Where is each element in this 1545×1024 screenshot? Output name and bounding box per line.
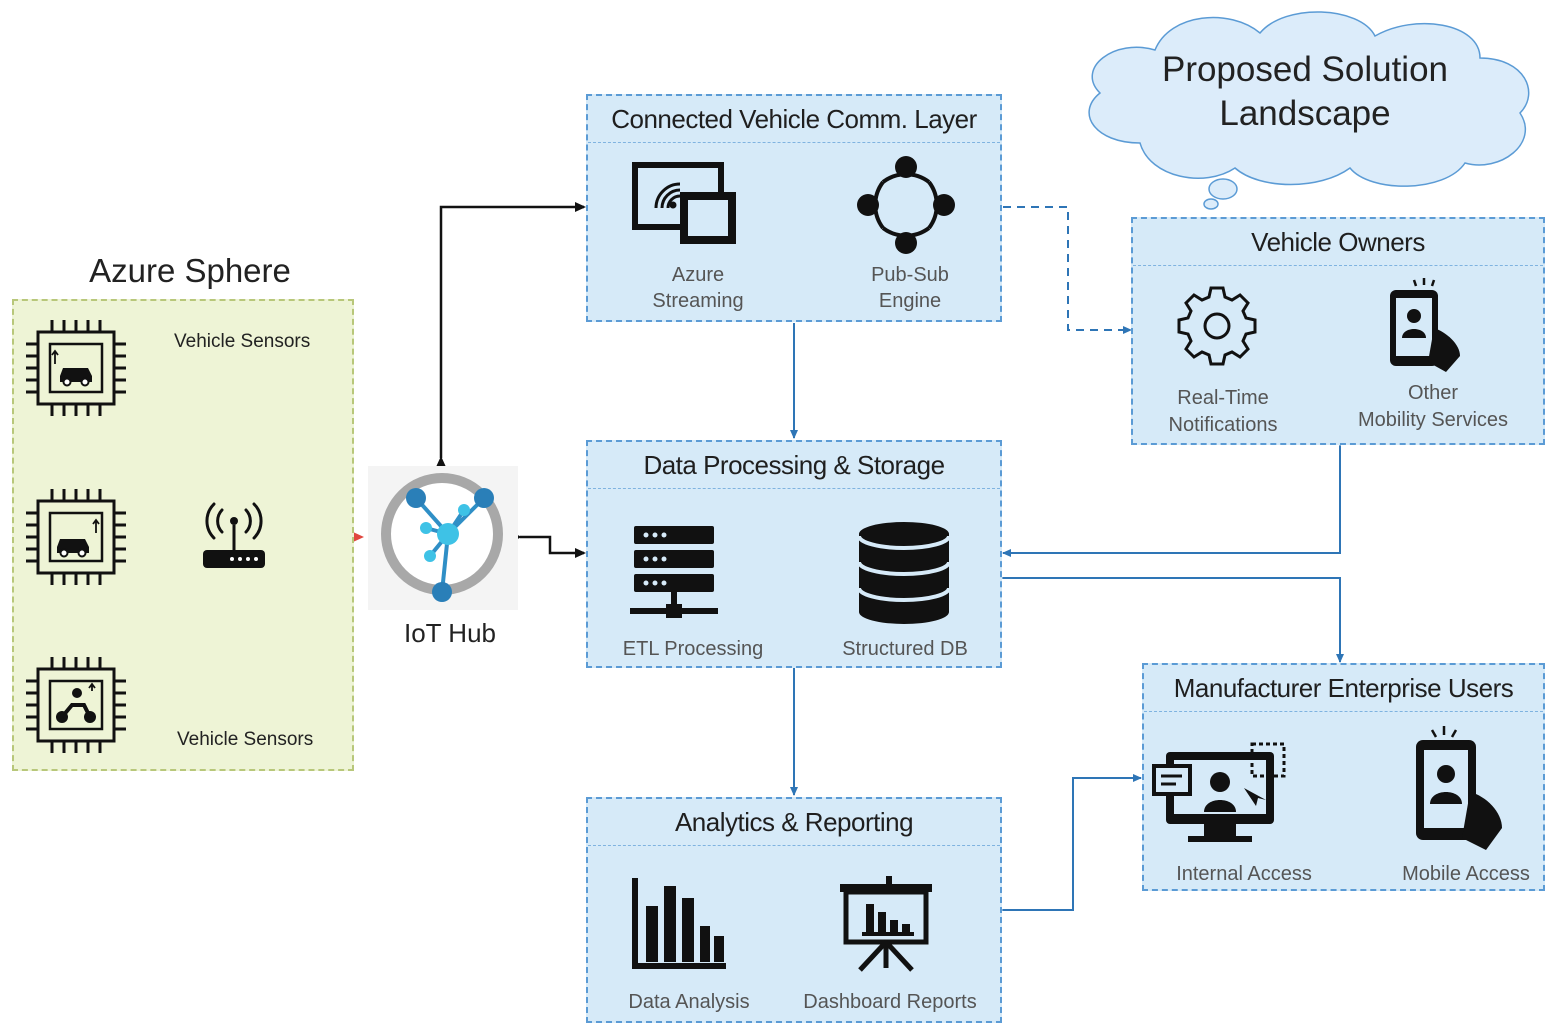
iothub-comm-layer-link xyxy=(436,202,586,467)
diagram-title-line2: Landscape xyxy=(1219,94,1391,133)
pub-sub-engine-icon xyxy=(857,156,955,254)
iot-hub-icon xyxy=(368,466,518,610)
analytics-manufacturer-link xyxy=(995,774,1142,914)
server-icon xyxy=(630,526,718,618)
data-analysis-label: Data Analysis xyxy=(628,991,750,1013)
diagram-title-line1: Proposed Solution xyxy=(1161,50,1449,89)
sensors-bottom-label: Vehicle Sensors xyxy=(177,729,314,750)
real-time-notifications-label-line2: Notifications xyxy=(1168,414,1278,436)
azure-streaming-label-line1: Azure xyxy=(671,264,725,286)
structured-db-label: Structured DB xyxy=(842,638,968,660)
manufacturer-title: Manufacturer Enterprise Users xyxy=(1144,665,1543,712)
azure-streaming-icon xyxy=(632,162,736,244)
mobile-user-icon xyxy=(1416,726,1502,850)
other-mobility-label-line1: Other xyxy=(1407,382,1459,404)
analytics-panel: Analytics & Reporting Data Analysis Dash… xyxy=(586,797,1002,1023)
bar-chart-icon xyxy=(632,878,726,969)
internal-access-label: Internal Access xyxy=(1176,863,1312,885)
real-time-notifications-label-line1: Real-Time xyxy=(1177,387,1269,409)
wireless-router-icon xyxy=(203,502,265,568)
manufacturer-db-link xyxy=(995,574,1344,663)
gear-icon xyxy=(1177,286,1257,366)
vehicle-owners-title: Vehicle Owners xyxy=(1133,219,1543,266)
iothub-data-processing-link xyxy=(511,532,586,558)
analytics-title: Analytics & Reporting xyxy=(588,799,1000,846)
azure-streaming-label-line2: Streaming xyxy=(652,290,744,312)
vehicle-owners-panel: Vehicle Owners Real-Time Notifications O… xyxy=(1131,217,1545,445)
comm-to-owners-dashed-arrow xyxy=(1003,206,1132,334)
azure-sphere-title: Azure Sphere xyxy=(89,252,291,289)
other-mobility-label-line2: Mobility Services xyxy=(1357,409,1509,431)
pub-sub-label-line2: Engine xyxy=(878,290,942,312)
mobile-access-label: Mobile Access xyxy=(1402,863,1530,885)
comm-layer-title: Connected Vehicle Comm. Layer xyxy=(588,96,1000,143)
etl-processing-label: ETL Processing xyxy=(622,638,764,660)
car-sensor-chip-icon xyxy=(26,320,126,416)
sensors-top-label: Vehicle Sensors xyxy=(174,331,311,352)
dashboard-reports-label: Dashboard Reports xyxy=(803,991,977,1013)
mobile-user-icon xyxy=(1390,278,1460,372)
database-icon xyxy=(857,522,951,624)
car-sensor-chip-icon xyxy=(26,489,126,585)
iot-hub-label: IoT Hub xyxy=(403,618,496,648)
desktop-user-icon xyxy=(1152,742,1286,842)
title-cloud xyxy=(1088,11,1530,210)
owners-db-link xyxy=(1002,438,1344,557)
pub-sub-label-line1: Pub-Sub xyxy=(871,264,949,286)
motorbike-sensor-chip-icon xyxy=(26,657,126,753)
presentation-board-icon xyxy=(840,876,932,972)
data-processing-title: Data Processing & Storage xyxy=(588,442,1000,489)
